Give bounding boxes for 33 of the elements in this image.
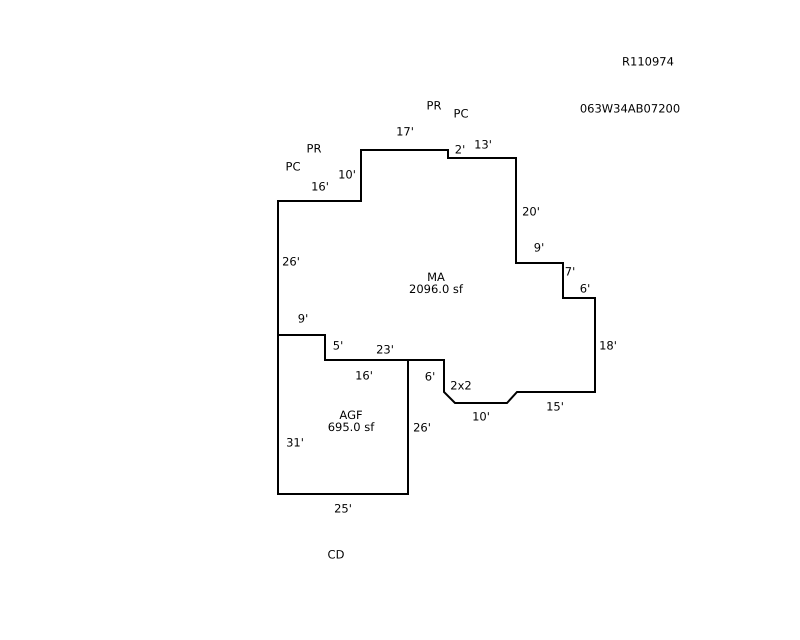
dimension-label: 16' — [355, 370, 373, 382]
dimension-label: 17' — [396, 126, 414, 138]
dimension-label: CD — [328, 548, 344, 562]
dimension-label: 9' — [298, 312, 308, 326]
dimension-label: 18' — [599, 340, 617, 352]
dimension-label: PR — [306, 142, 322, 156]
dimension-label: 16' — [311, 180, 329, 194]
dimension-label: PR — [426, 100, 442, 112]
area-size: 2096.0 sf — [409, 283, 463, 295]
area-code: MA — [427, 271, 445, 283]
dimension-label: 10' — [338, 168, 356, 182]
dimension-label: 2' — [454, 144, 466, 156]
dimension-label: 20' — [522, 206, 540, 218]
dimension-label: 26' — [413, 422, 431, 434]
dimension-label: 6' — [580, 282, 590, 296]
dimension-label: 31' — [286, 436, 304, 450]
dimension-label: 26' — [282, 256, 300, 268]
parcel-id-label: R110974 — [622, 56, 674, 68]
dimension-label: 23' — [376, 344, 394, 356]
area-code: AGF — [339, 409, 363, 421]
dimension-label: 15' — [546, 400, 564, 414]
dimension-label: PC — [286, 160, 300, 174]
dimension-label: 13' — [474, 138, 492, 152]
parcel-id-label: 063W34AB07200 — [580, 102, 680, 116]
dimension-label: 6' — [424, 370, 436, 384]
dimension-label: 9' — [534, 242, 544, 254]
area-size: 695.0 sf — [328, 421, 374, 433]
dimension-label: PC — [454, 108, 468, 120]
dimension-label: 7' — [564, 266, 576, 278]
dimension-label: 10' — [472, 410, 490, 424]
dimension-label: 25' — [334, 502, 352, 516]
dimension-label: 5' — [332, 340, 344, 352]
dimension-label: 2x2 — [450, 380, 472, 392]
